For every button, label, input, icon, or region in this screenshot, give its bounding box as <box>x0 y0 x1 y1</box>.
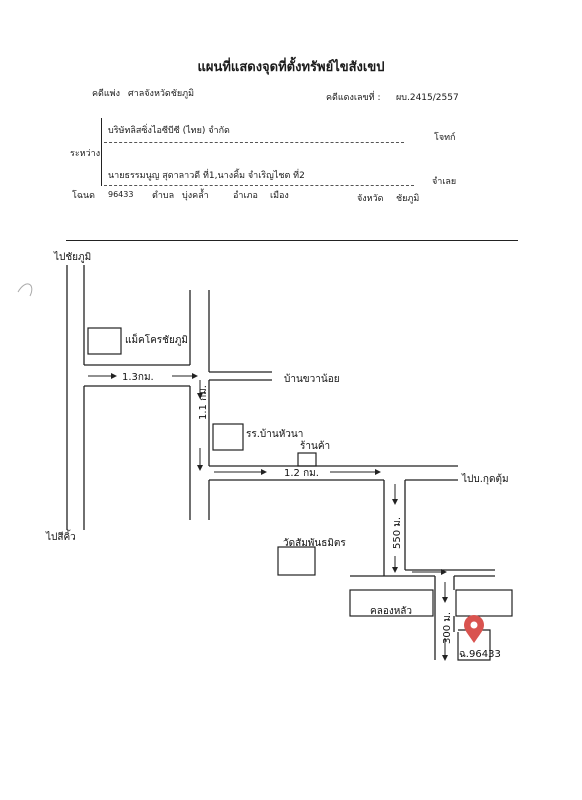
bracket-line <box>101 118 102 186</box>
temple-building <box>277 546 316 576</box>
label-temple: วัดสัมพันธมิตร <box>283 538 346 549</box>
plaintiff-dotted-line <box>104 142 404 143</box>
case-label: คดีแดงเลขที่ : <box>326 93 381 103</box>
direction-arrows <box>88 373 448 661</box>
case-number: ผบ.2415/2557 <box>396 93 459 103</box>
page-title: แผนที่แสดงจุดที่ตั้งทรัพย์ไขสังเขป <box>197 60 385 75</box>
label-distance-550: 550 ม. <box>392 516 403 549</box>
district-value: เมือง <box>270 191 289 201</box>
subdistrict-label: ตำบล <box>152 191 175 201</box>
label-distance-1-1: 1.1 กม. <box>198 385 209 420</box>
label-distance-1-3: 1.3กม. <box>122 372 154 383</box>
court-name: ศาลจังหวัดชัยภูมิ <box>128 89 195 99</box>
district-label: อำเภอ <box>233 191 258 201</box>
header-divider <box>66 240 518 241</box>
scan-smudge <box>17 283 33 297</box>
defendant-role: จำเลย <box>432 177 457 187</box>
label-parcel: ฉ.96433 <box>459 649 501 660</box>
label-distance-300: 300 ม. <box>442 611 453 644</box>
label-school: รร.บ้านหัวนา <box>246 429 304 440</box>
between-label: ระหว่าง <box>70 149 101 159</box>
label-to-chaiyaphum: ไปชัยภูมิ <box>54 252 92 263</box>
deed-label: โฉนด <box>72 191 95 201</box>
label-to-si-khiu: ไปสีคิ้ว <box>46 532 76 543</box>
label-shop: ร้านค้า <box>300 441 331 452</box>
plaintiff-name: บริษัทลิสซิ่งไอซีบีซี (ไทย) จำกัด <box>108 126 230 136</box>
defendant-name: นายธรรมนูญ สุดาลาวดี ที่1,นางคิ้ม จำเริญ… <box>108 171 305 181</box>
plaintiff-role: โจทก์ <box>434 133 456 143</box>
canal-east <box>455 589 513 617</box>
court-label: คดีแพ่ง <box>92 89 120 99</box>
province-label: จังหวัด <box>357 194 384 204</box>
shop-building <box>297 452 317 467</box>
defendant-dotted-line <box>104 185 414 186</box>
subdistrict-value: บุ่งคล้ำ <box>182 191 209 201</box>
label-distance-1-2: 1.2 กม. <box>284 468 319 479</box>
deed-number: 96433 <box>108 190 134 199</box>
road-lines <box>66 265 495 660</box>
label-canal: คลองหลัว <box>370 606 413 617</box>
location-pin-icon <box>464 615 484 643</box>
label-to-kut-chum: ไปบ.กุดตุ้ม <box>462 474 509 485</box>
canal-west <box>349 589 434 617</box>
school-building <box>212 423 244 451</box>
label-ban-khwao-noi: บ้านขวาน้อย <box>284 374 340 385</box>
makro-building <box>87 327 122 355</box>
province-value: ชัยภูมิ <box>396 194 420 204</box>
label-makro: แม็คโครชัยภูมิ <box>125 335 188 346</box>
